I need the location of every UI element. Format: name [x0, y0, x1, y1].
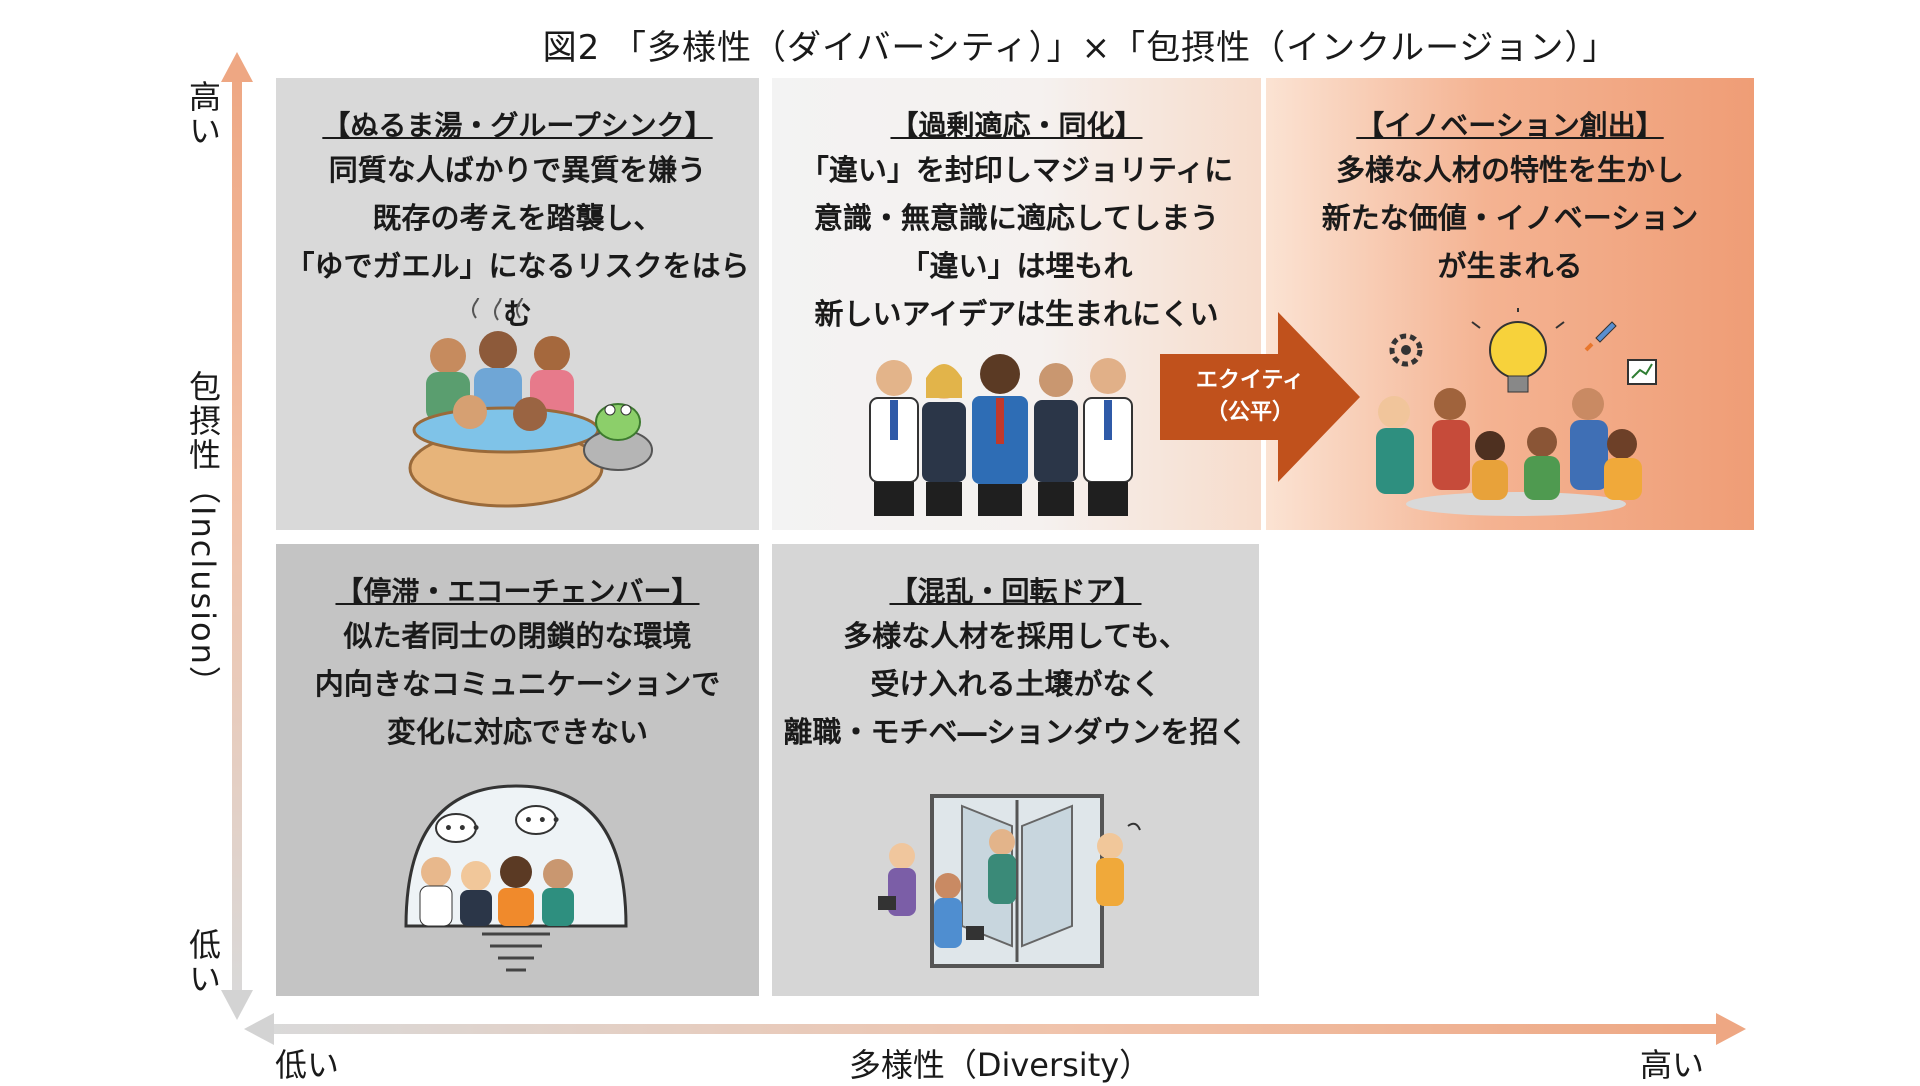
quadrant-assimilation: 【過剰適応・同化】 「違い」を封印しマジョリティに 意識・無意識に適応してしまう…: [772, 78, 1261, 530]
quadrant-title: 【ぬるま湯・グループシンク】: [322, 109, 713, 142]
person-head-icon: [479, 331, 517, 369]
equity-arrow-icon: [1160, 312, 1360, 482]
businessperson-icon: [922, 364, 966, 516]
quadrant-line: 「違い」は埋もれ: [900, 249, 1133, 283]
y-axis-arrowhead-up: [221, 52, 253, 82]
speech-bubble-icon: • • •: [435, 813, 481, 843]
quadrant-line: 変化に対応できない: [386, 715, 648, 749]
figure-title: 図2 「多様性（ダイバーシティ）」×「包摂性（インクルージョン）」: [542, 28, 1618, 68]
quadrant-line: 多様な人材の特性を生かし: [1335, 153, 1684, 187]
x-axis-arrowhead-left: [244, 1013, 274, 1045]
quadrant-revolving-door: 【混乱・回転ドア】 多様な人材を採用しても、 受け入れる土壌がなく 離職・モチベ…: [772, 544, 1259, 996]
y-axis-label: 包摂性（Inclusion）: [184, 370, 222, 700]
quadrant-line: 「違い」を封印しマジョリティに: [799, 153, 1234, 187]
tornado-icon: [482, 932, 550, 972]
quadrant-line: 既存の考えを踏襲し、: [372, 201, 663, 235]
quadrant-echo-chamber: 【停滞・エコーチェンバー】 似た者同士の閉鎖的な環境 内向きなコミュニケーション…: [276, 544, 759, 996]
x-axis-line: [270, 1024, 1720, 1034]
quadrant-groupthink: 【ぬるま湯・グループシンク】 同質な人ばかりで異質を嫌う 既存の考えを踏襲し、 …: [276, 78, 759, 530]
rocket-icon: [1584, 321, 1617, 352]
person-head-icon: [453, 395, 487, 429]
quadrant-innovation: 【イノベーション創出】 多様な人材の特性を生かし 新たな価値・イノベーション が…: [1266, 78, 1754, 530]
frog-icon: [595, 403, 641, 441]
briefcase-icon: [966, 926, 984, 940]
quadrant-line: 新たな価値・イノベーション: [1321, 201, 1699, 235]
equity-arrow-label: エクイティ （公平）: [1170, 365, 1330, 429]
person-head-icon: [430, 338, 466, 374]
businessperson-icon: [869, 360, 919, 516]
lightbulb-icon: [1471, 308, 1565, 393]
chart-up-icon: [1627, 359, 1657, 385]
suited-people-illustration: [869, 354, 1133, 516]
quadrant-line: 新しいアイデアは生まれにくい: [814, 297, 1219, 331]
x-axis-low-label: 低い: [275, 1046, 340, 1084]
quadrant-title: 【混乱・回転ドア】: [889, 575, 1142, 608]
gear-icon: [1389, 333, 1423, 367]
x-axis-high-label: 高い: [1640, 1046, 1705, 1084]
equity-label-line: エクイティ: [1195, 368, 1305, 393]
team-innovation-illustration: [1376, 308, 1657, 516]
briefcase-icon: [878, 896, 896, 910]
person-head-icon: [534, 336, 570, 372]
person-head-icon: [513, 397, 547, 431]
x-axis-arrowhead-right: [1716, 1013, 1746, 1045]
quadrant-line: 内向きなコミュニケーションで: [314, 667, 721, 701]
svg-text:• • •: • • •: [444, 821, 481, 837]
speech-bubble-icon: • • •: [515, 805, 561, 835]
quadrant-line: 多様な人材を採用しても、: [843, 619, 1188, 653]
wave-motion-icon: [1127, 822, 1141, 831]
hot-tub-illustration: [408, 298, 653, 508]
x-axis-label: 多様性（Diversity）: [848, 1046, 1152, 1084]
quadrant-line: 意識・無意識に適応してしまう: [813, 201, 1220, 235]
quadrant-title: 【過剰適応・同化】: [890, 109, 1143, 142]
y-axis-low-label: 低い: [184, 928, 222, 996]
glass-dome-illustration: • • • • • •: [404, 784, 628, 972]
steam-icon: [472, 298, 524, 321]
y-axis-line: [232, 70, 242, 1000]
quadrant-line: が生まれる: [1437, 249, 1583, 283]
quadrant-title: 【停滞・エコーチェンバー】: [335, 575, 700, 608]
revolving-door-illustration: [878, 794, 1141, 968]
businessperson-icon: [1083, 358, 1133, 516]
quadrant-line: 受け入れる土壌がなく: [870, 667, 1161, 701]
svg-text:• • •: • • •: [524, 813, 561, 829]
businessperson-icon: [972, 354, 1028, 516]
quadrant-line: 同質な人ばかりで異質を嫌う: [328, 153, 707, 187]
quadrant-line: 似た者同士の閉鎖的な環境: [343, 619, 692, 653]
quadrant-line: 離職・モチベ―ションダウンを招く: [783, 715, 1248, 749]
y-axis-high-label: 高い: [184, 80, 222, 148]
businessperson-icon: [1034, 363, 1078, 516]
quadrant-title: 【イノベーション創出】: [1356, 109, 1664, 142]
equity-label-line: （公平）: [1205, 400, 1294, 425]
quadrant-line: 「ゆでガエル」になるリスクをはらむ: [285, 249, 750, 331]
